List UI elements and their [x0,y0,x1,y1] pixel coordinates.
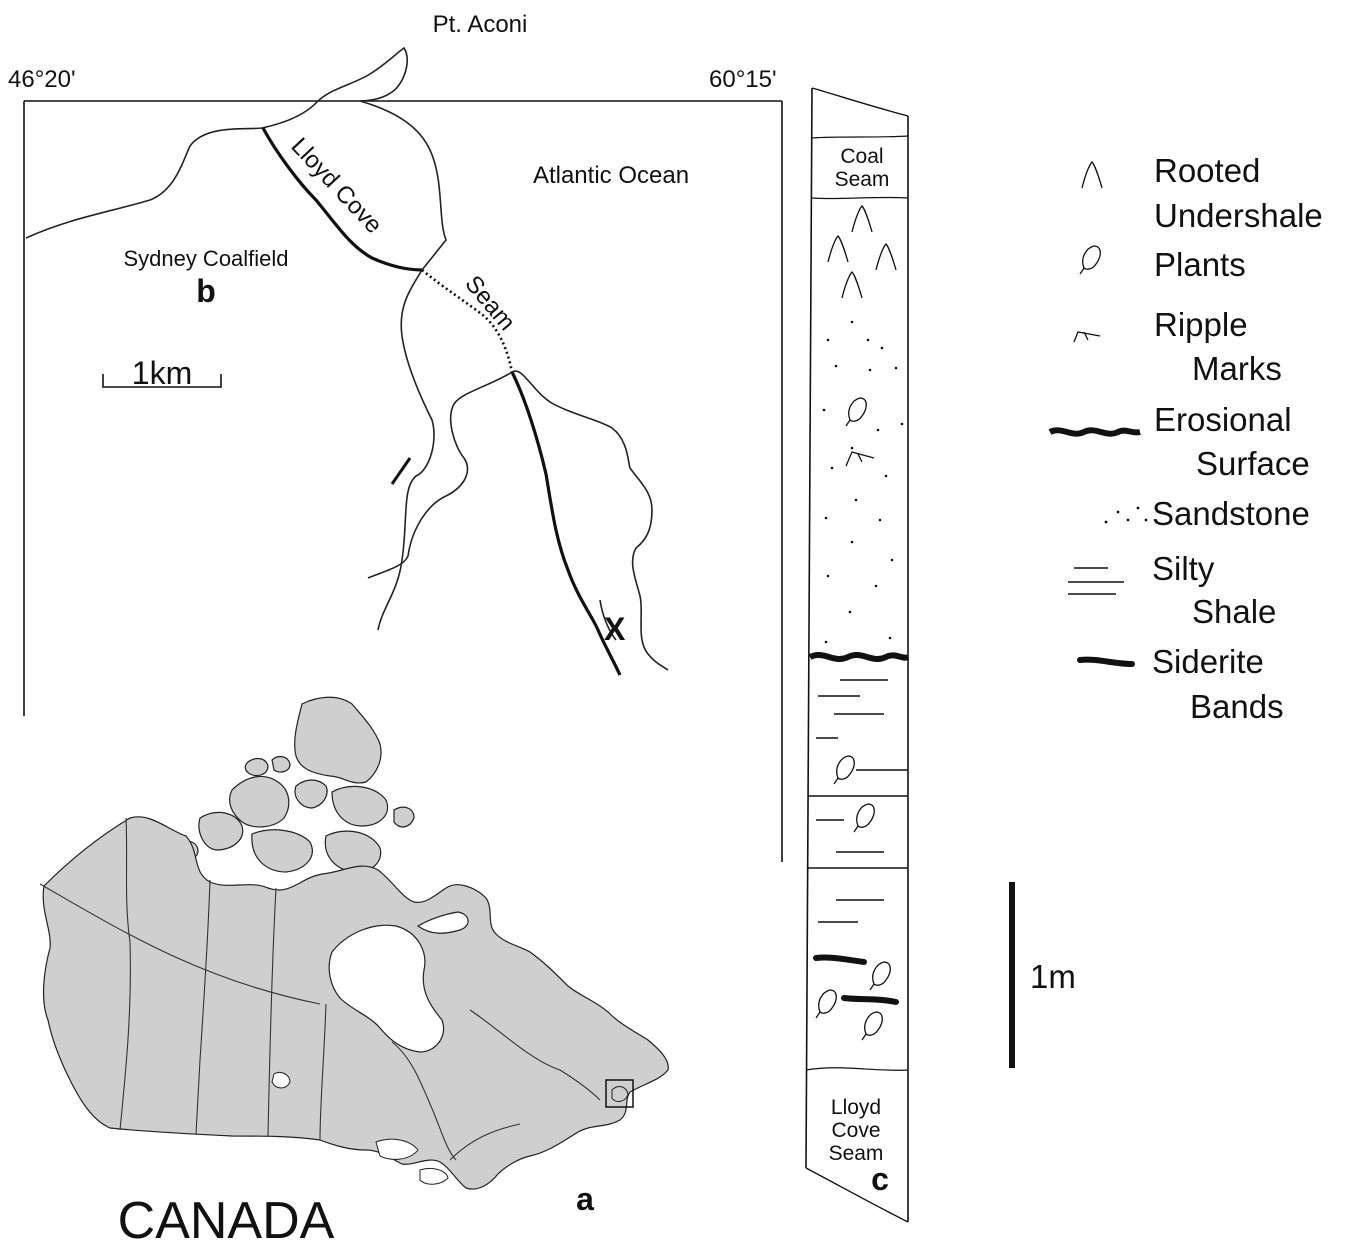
canada-map-panel: a CANADA [39,696,669,1242]
latitude-label: 46°20' [8,66,76,93]
coal-seam-top-boundary [811,135,909,139]
western-creek [377,269,435,631]
panel-c-letter: c [871,1161,889,1197]
longitude-label: 60°15' [709,66,777,93]
seam-label: Seam [459,271,520,336]
column-bottom-break [805,1167,909,1223]
legend-erosional-2: Surface [1196,445,1310,482]
column-top-break [811,87,909,117]
local-map-panel: Pt. Aconi 46°20' 60°15' 1km Sydney Coalf… [8,11,783,862]
silty-shale-lines [816,679,908,923]
lloyd-cove-seam-boundary [805,1067,909,1071]
panel-b-letter: b [196,273,216,309]
legend-rooted-1: Rooted [1154,152,1260,189]
rooted-icon [1081,161,1103,189]
siderite-band-1 [813,954,867,965]
provincial-borders [39,817,601,1161]
ripple-icon [1073,331,1101,343]
canada-label: CANADA [118,1192,335,1242]
legend: Rooted Undershale Plants Ripple Marks Er… [1048,152,1323,725]
plant-icon [1079,245,1101,275]
legend-ripple-2: Marks [1192,350,1282,387]
legend-siderite-2: Bands [1190,688,1284,725]
hudson-bay [328,924,445,1053]
panel-a-letter: a [576,1181,594,1217]
coal-seam-line-2: Seam [835,168,890,191]
erosional-surface-icon [1048,427,1141,437]
siderite-band-icon [1077,656,1135,667]
meter-scale-label: 1m [1030,958,1076,995]
km-scale-label: 1km [132,355,192,391]
sandstone-icon [1104,506,1148,524]
legend-ripple-1: Ripple [1154,306,1248,343]
hudson-strait [416,911,469,934]
pt-aconi-peninsula [317,46,408,102]
legend-rooted-2: Undershale [1154,197,1323,234]
coal-seam-line-1: Coal [840,145,883,168]
lloyd-cove-seam-line-1: Lloyd [831,1096,881,1119]
legend-silty-1: Silty [1152,550,1215,587]
legend-plants: Plants [1154,246,1246,283]
arctic-islands [177,696,415,873]
west-coastline [25,100,319,239]
km-scale-bar [102,374,222,388]
ripple-symbol [845,451,875,467]
lloyd-cove-seam-line-3: Seam [829,1142,884,1165]
legend-erosional-1: Erosional [1154,401,1292,438]
sydney-coalfield-label: Sydney Coalfield [123,246,288,271]
study-area-box [605,1079,634,1108]
lloyd-cove-east-shore [359,100,447,271]
shale-plant-symbols [815,755,891,1041]
column-left-edge [805,87,813,1169]
creek-stub [390,457,412,485]
lloyd-cove-seam-line-2: Cove [831,1119,880,1142]
site-x-label: X [604,611,626,647]
legend-sandstone: Sandstone [1152,495,1310,532]
east-coastline [511,370,669,671]
siderite-band-2 [841,995,899,1005]
pt-aconi-label: Pt. Aconi [433,11,528,38]
coal-seam-base-boundary [811,196,909,200]
sandstone-dots [822,320,904,644]
lloyd-cove-coast [261,127,423,272]
silty-shale-icon [1068,567,1124,595]
erosional-surface [808,652,910,662]
legend-silty-2: Shale [1192,593,1276,630]
cape-breton-shape [611,1086,629,1102]
rooted-symbols [827,205,897,299]
stratigraphic-column-panel: Coal Seam [805,87,1076,1223]
plant-symbol [845,397,867,427]
east-shore-tip [599,599,617,641]
legend-siderite-1: Siderite [1152,643,1264,680]
outcrop-line [510,371,622,676]
atlantic-ocean-label: Atlantic Ocean [533,162,689,189]
creek-branch [367,371,513,579]
great-lakes [271,1071,449,1185]
